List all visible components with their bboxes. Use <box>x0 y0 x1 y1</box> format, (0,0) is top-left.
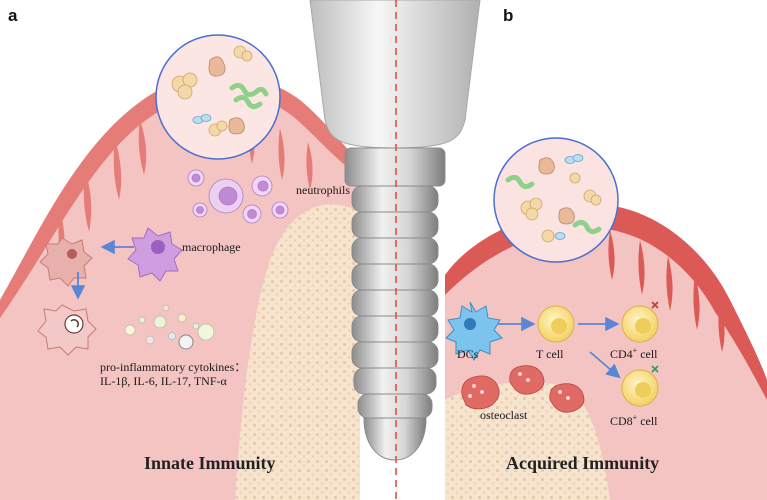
dendritic-cell <box>445 301 503 361</box>
rete-ridges-right <box>608 230 725 352</box>
implant-crown-abutment <box>309 0 481 149</box>
bacteria-zoom-circle-left <box>155 34 281 160</box>
label-cd4-suffix: cell <box>637 347 658 361</box>
activated-macrophage-cell <box>39 237 93 287</box>
dental-implant <box>309 0 481 461</box>
panel-b-letter: b <box>503 6 514 25</box>
label-macrophage: macrophage <box>182 240 241 254</box>
cytokine-dots <box>124 304 215 350</box>
label-t-cell: T cell <box>536 347 564 361</box>
caption-acquired-immunity: Acquired Immunity <box>506 453 660 473</box>
label-cytokines-line1: pro-inflammatory cytokines： <box>100 360 247 374</box>
rete-ridges-left <box>58 112 313 265</box>
label-cd8-base: CD8 <box>610 414 633 428</box>
neutrophil-cells <box>187 169 289 224</box>
arrow-t-cell-to-cd8 <box>589 351 621 379</box>
panel-a-letter: a <box>8 6 18 25</box>
label-cd4-cell: CD4+ cell <box>610 347 658 362</box>
gingiva-left-edge <box>0 74 360 318</box>
label-cd4-base: CD4 <box>610 347 633 361</box>
macrophage-cell <box>127 227 183 282</box>
label-neutrophils: neutrophils <box>296 183 350 197</box>
caption-innate-immunity: Innate Immunity <box>144 453 276 473</box>
phagocytosing-macrophage-cell <box>37 304 97 356</box>
label-cd4-sup: + <box>632 346 638 355</box>
label-cd8-sup: + <box>632 413 638 422</box>
label-dcs: DCs <box>457 347 479 361</box>
cd8-t-cell <box>621 365 659 407</box>
implant-collar <box>344 147 446 187</box>
osteoclast-cells <box>461 365 585 413</box>
bacteria-zoom-circle-right <box>493 137 619 263</box>
bone-left <box>235 204 360 500</box>
implant-threads <box>351 185 439 461</box>
t-cell <box>537 305 575 343</box>
label-cd8-suffix: cell <box>637 414 658 428</box>
label-cd8-cell: CD8+ cell <box>610 414 658 429</box>
cd4-t-cell <box>621 301 659 343</box>
label-osteoclast: osteoclast <box>480 408 528 422</box>
gingiva-right-edge <box>445 204 767 400</box>
label-cytokines-line2: IL-1β, IL-6, IL-17, TNF-α <box>100 374 227 388</box>
